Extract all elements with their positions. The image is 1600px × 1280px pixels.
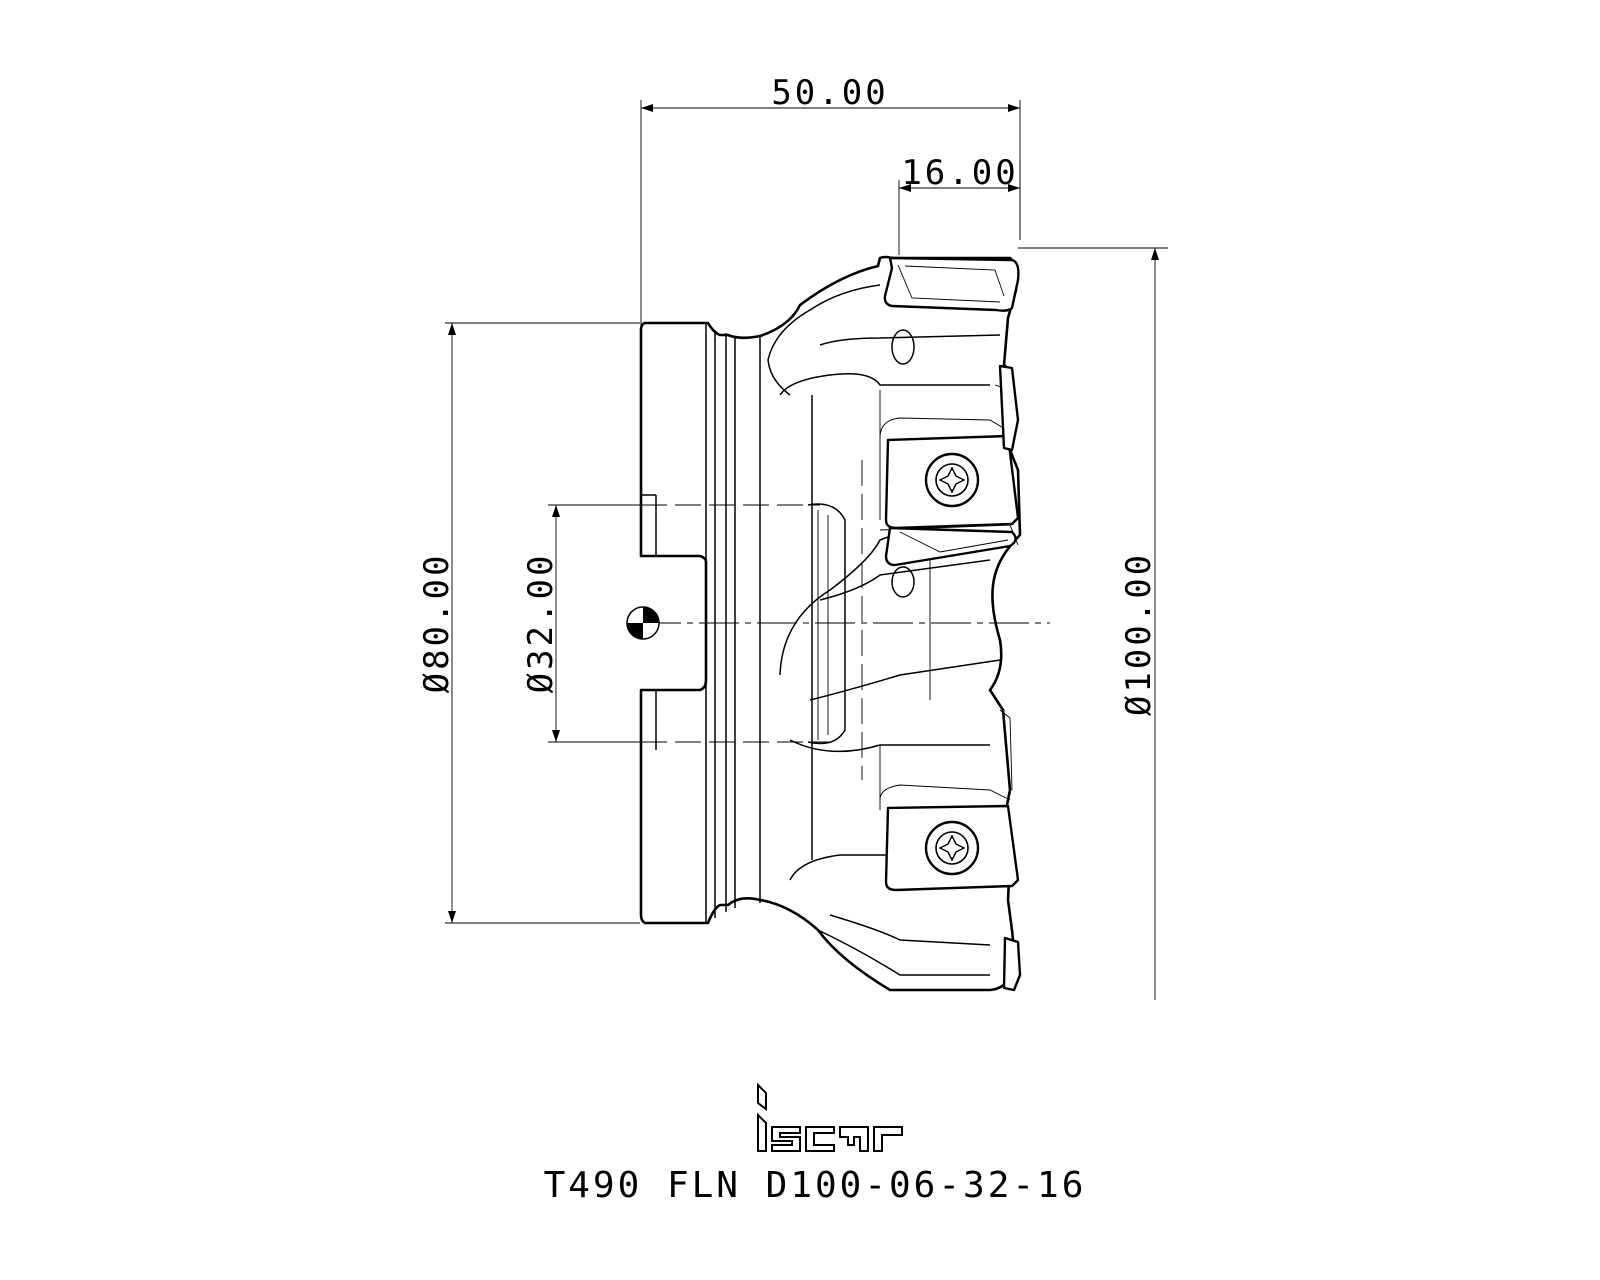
insert-bottom	[1002, 936, 1022, 992]
dimension-overall-length: 50.00	[640, 73, 1021, 325]
dimension-label-shank-diameter: Ø80.00	[417, 553, 457, 694]
iscar-logo	[757, 1082, 903, 1152]
dimension-bore-diameter: Ø32.00	[521, 504, 640, 743]
insert-side-upper	[998, 364, 1020, 452]
centre-mark-icon	[626, 606, 660, 640]
dimension-shank-diameter: Ø80.00	[417, 322, 640, 924]
dimension-label-cutting-diameter: Ø100.00	[1119, 552, 1159, 716]
dimension-label-insert-length: 16.00	[901, 153, 1018, 193]
torx-screw-icon	[924, 820, 980, 876]
cutter-body	[639, 255, 1050, 992]
dimension-label-overall-length: 50.00	[771, 73, 888, 113]
model-designation: T490 FLN D100-06-32-16	[544, 1165, 1087, 1206]
torx-screw-icon	[924, 452, 980, 508]
dimension-label-bore-diameter: Ø32.00	[521, 553, 561, 694]
dimension-insert-length: 16.00	[898, 153, 1021, 255]
insert-middle	[884, 526, 1017, 567]
insert-top	[883, 256, 1020, 312]
dimension-cutting-diameter: Ø100.00	[1018, 247, 1168, 1000]
